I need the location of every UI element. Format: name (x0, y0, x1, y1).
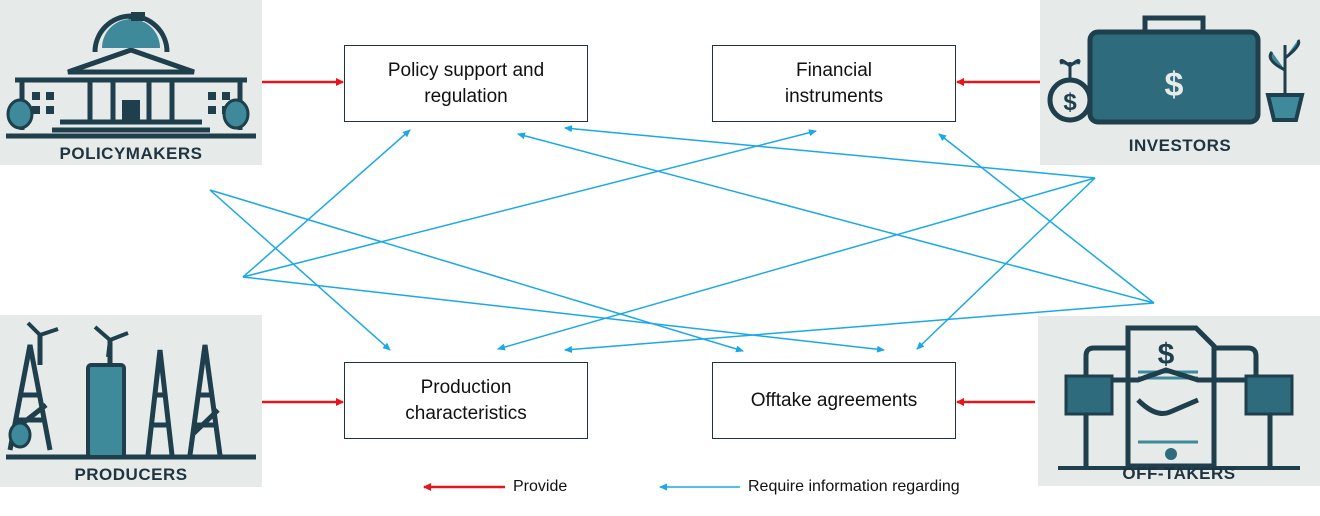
svg-text:$: $ (1063, 89, 1077, 116)
financial-instruments-box: Financial instruments (712, 45, 956, 122)
require-arrow-investors-to-production (497, 177, 1096, 351)
require-arrow-investors-to-policy (564, 125, 1096, 179)
policymakers-image: POLICYMAKERS (0, 0, 262, 165)
briefcase-money-icon: $ $ (1047, 15, 1305, 125)
financial-line-2: instruments (784, 85, 884, 107)
require-arrow-policymakers-to-production (209, 189, 391, 351)
financial-line-1: Financial (795, 59, 873, 81)
svg-text:$: $ (1158, 338, 1175, 371)
wind-turbines-towers-icon (6, 321, 256, 460)
offtakers-image: $ OFF-TAKERS (1038, 316, 1320, 486)
policy-support-box: Policy support and regulation (344, 45, 588, 122)
require-arrow-offtakers-to-production (564, 302, 1155, 353)
svg-text:$: $ (1165, 66, 1184, 104)
legend-require-label: Require information regarding (748, 478, 960, 495)
policymakers-label: POLICYMAKERS (59, 144, 203, 163)
producers-image: PRODUCERS (0, 315, 262, 487)
policy-line-2: regulation (424, 85, 508, 107)
production-line-2: characteristics (405, 402, 527, 424)
handshake-contract-icon: $ (1058, 325, 1300, 470)
offtakers-label: OFF-TAKERS (1122, 464, 1236, 483)
production-characteristics-box: Production characteristics (344, 362, 588, 439)
policy-line-1: Policy support and (387, 59, 545, 81)
require-arrow-policymakers-to-offtake (209, 189, 744, 353)
producers-label: PRODUCERS (74, 465, 188, 484)
offtake-agreements-box: Offtake agreements (712, 362, 956, 439)
require-arrow-offtakers-to-policy (517, 132, 1155, 304)
legend-provide-label: Provide (513, 478, 568, 495)
government-building-icon (6, 12, 256, 139)
investors-label: INVESTORS (1128, 136, 1232, 155)
offtake-line-1: Offtake agreements (750, 389, 918, 411)
require-arrow-producers-to-offtake (242, 276, 885, 353)
require-arrow-producers-to-policy (242, 129, 411, 278)
require-arrow-offtakers-to-financial (938, 133, 1155, 304)
require-arrow-producers-to-financial (242, 129, 817, 278)
investors-image: $ $ INVESTORS (1040, 0, 1320, 165)
production-line-1: Production (420, 376, 512, 398)
